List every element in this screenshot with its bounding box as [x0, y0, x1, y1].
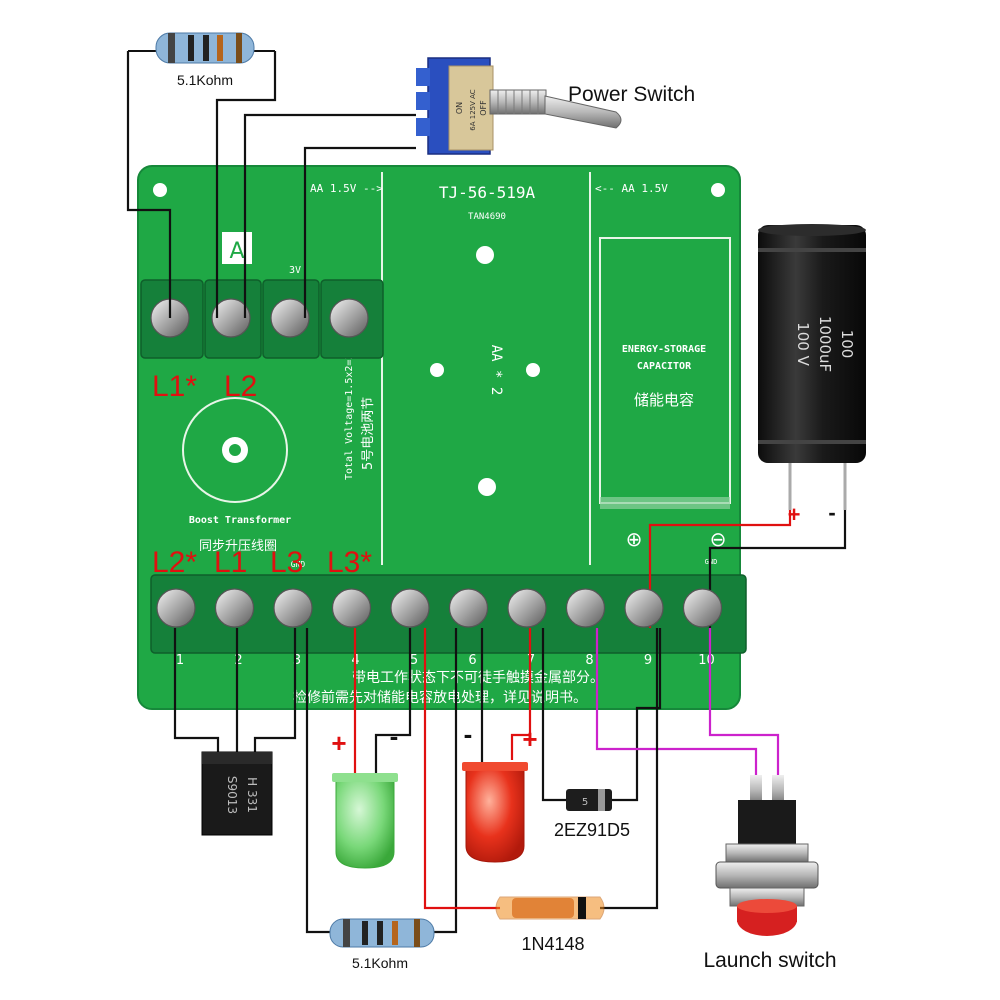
terminal-number-9: 9 [644, 653, 652, 668]
terminal-screw-8[interactable] [565, 588, 606, 628]
a-box [222, 232, 252, 264]
launch-switch-label: Launch switch [703, 949, 836, 972]
aa-left-label: AA 1.5V --> [310, 182, 383, 195]
power-switch[interactable] [416, 57, 622, 155]
battery-hole [526, 363, 540, 377]
switch-marking-on: ON [455, 102, 464, 114]
energy-storage-capacitor [758, 224, 866, 510]
warning-line-2: 检修前需先对储能电容放电处理，详见说明书。 [293, 689, 587, 706]
minus-symbol: ⊖ [710, 527, 727, 551]
battery-label: AA * 2 [488, 345, 504, 396]
red-led [462, 762, 528, 863]
terminal-number-5: 5 [410, 653, 418, 668]
wires [126, 51, 847, 934]
capacitor-marking-capacitance: 1000uF [816, 316, 834, 372]
terminal-number-10: 10 [698, 653, 715, 668]
red-led-minus: - [464, 719, 473, 749]
terminal-screw[interactable] [270, 298, 310, 338]
transistor-marking-2: H 331 [245, 777, 259, 813]
signal-diode [495, 896, 605, 920]
boost-label-cn: 同步升压线圈 [199, 539, 277, 554]
terminal-screw-10[interactable] [682, 588, 723, 628]
transistor-marking-1: S9013 [225, 776, 239, 814]
cap-label-1: ENERGY-STORAGE [622, 344, 706, 355]
green-led-minus: - [390, 721, 399, 751]
top-terminal-block [140, 279, 384, 359]
terminal-number-2: 2 [234, 653, 242, 668]
voltage-note: Total Voltage=1.5x2=3V [344, 348, 355, 480]
green-led [332, 773, 398, 869]
terminal-screw-1[interactable] [156, 588, 196, 628]
3v-label: 3V [289, 265, 301, 276]
cap-label-cn: 储能电容 [634, 391, 694, 409]
terminal-screw-6[interactable] [448, 588, 489, 628]
battery-hole [476, 246, 494, 264]
terminal-screw[interactable] [329, 298, 369, 338]
coil-label-l3: L3 [270, 546, 303, 579]
terminal-screw[interactable] [211, 298, 251, 338]
capacitor-marking-voltage: 100 V [794, 322, 812, 366]
terminal-number-1: 1 [176, 653, 184, 668]
mounting-hole [153, 183, 167, 197]
boost-transformer-outline [182, 397, 288, 503]
resistor-top [128, 32, 275, 64]
terminal-screw-9[interactable] [624, 588, 664, 628]
terminal-screw-2[interactable] [214, 588, 255, 628]
zener-diode [566, 789, 612, 811]
switch-marking-rating: 6A 125V AC [469, 89, 477, 131]
green-led-plus: + [331, 728, 346, 758]
transistor-s9013 [201, 751, 273, 836]
capacitor-marking-extra: 100 [838, 330, 856, 359]
a-label: A [229, 239, 244, 264]
terminal-screw-7[interactable] [507, 588, 547, 628]
boost-label: Boost Transformer [189, 515, 291, 526]
terminal-screw-3[interactable] [273, 588, 313, 628]
warning-line-1: 带电工作状态下不可徒手触摸金属部分。 [352, 670, 604, 686]
terminal-screw-5[interactable] [390, 588, 430, 628]
battery-hole [478, 478, 496, 496]
red-led-plus: + [522, 724, 537, 754]
coil-label-l1-star-top: L1* [152, 370, 197, 403]
resistor-top-label: 5.1Kohm [177, 72, 233, 88]
board-sub-code: TAN4690 [468, 212, 506, 222]
coil-label-l2-top: L2 [224, 370, 257, 403]
launch-switch[interactable] [715, 775, 819, 936]
diode-label: 1N4148 [521, 934, 584, 954]
gnd-label: GND [291, 560, 306, 569]
zener-marking: 5 [582, 797, 588, 808]
plus-symbol: ⊕ [626, 527, 643, 551]
coil-label-l3-star: L3* [327, 546, 372, 579]
terminal-number-8: 8 [585, 653, 593, 668]
switch-marking-off: OFF [479, 100, 488, 116]
battery-hole [430, 363, 444, 377]
zener-label: 2EZ91D5 [554, 820, 630, 840]
coil-label-l2-star: L2* [152, 546, 197, 579]
resistor-bottom [329, 918, 435, 948]
capacitor-minus-label: - [828, 500, 835, 525]
power-switch-label: Power Switch [568, 83, 695, 106]
coil-label-l1: L1 [214, 546, 247, 579]
terminal-number-6: 6 [468, 653, 476, 668]
mounting-hole [711, 183, 725, 197]
bottom-screws [156, 588, 723, 628]
cap-label-2: CAPACITOR [637, 361, 692, 372]
board-model: TJ-56-519A [439, 183, 536, 202]
aa-right-label: <-- AA 1.5V [595, 182, 668, 195]
terminal-screw-4[interactable] [331, 588, 372, 628]
terminal-number-3: 3 [293, 653, 301, 668]
voltage-note-cn: 5号电池两节 [361, 397, 376, 470]
resistor-bottom-label: 5.1Kohm [352, 955, 408, 971]
